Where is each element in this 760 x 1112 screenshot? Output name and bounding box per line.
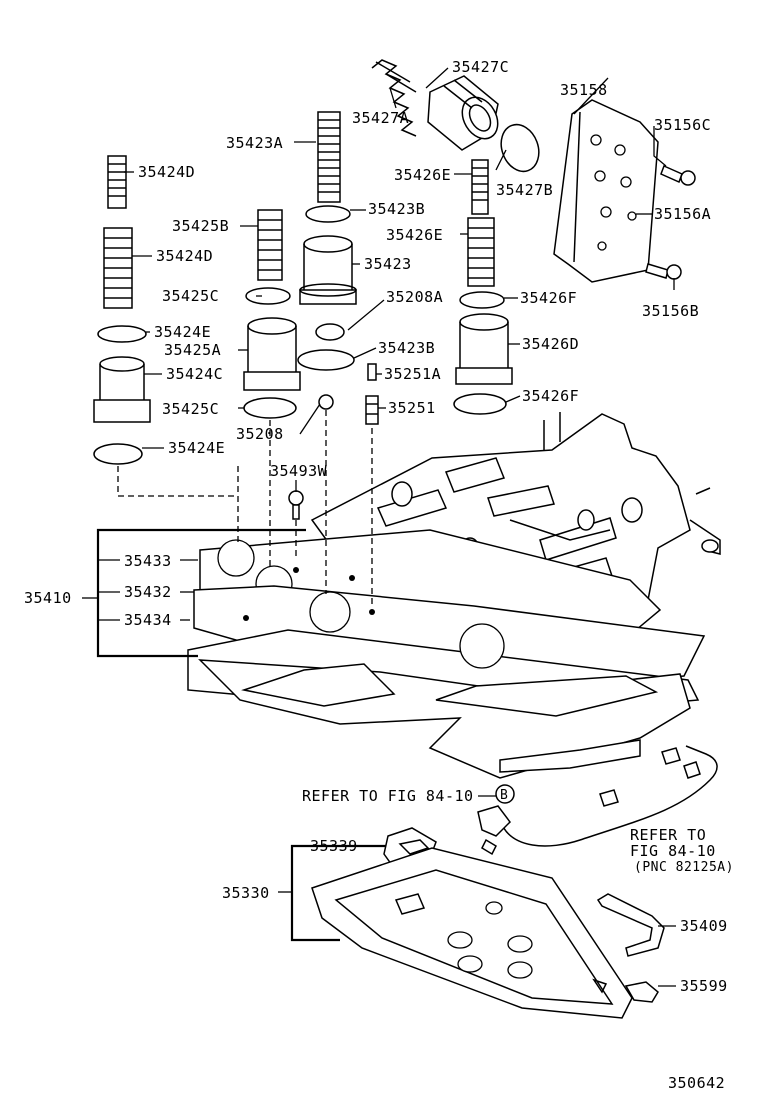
- label-35156b: 35156B: [642, 302, 699, 320]
- sleeve-35426d: [455, 313, 513, 385]
- label-35423: 35423: [364, 255, 412, 273]
- label-35493w: 35493W: [270, 462, 328, 480]
- label-35410: 35410: [24, 589, 72, 607]
- label-refer-right-3: (PNC 82125A): [634, 860, 734, 875]
- spring-35427a: [371, 59, 417, 137]
- bolt-35156b: [645, 263, 682, 280]
- bolt-35493w: [288, 490, 304, 520]
- label-35424e-bot: 35424E: [168, 439, 225, 457]
- label-35424d-mid: 35424D: [156, 247, 213, 265]
- label-35426d: 35426D: [522, 335, 579, 353]
- oring-35423b-bot: [297, 349, 355, 371]
- label-35426f-bot: 35426F: [522, 387, 579, 405]
- spring-35251a: [367, 363, 377, 381]
- label-35425c-top: 35425C: [162, 287, 219, 305]
- label-35425b: 35425B: [172, 217, 229, 235]
- spring-35424d-top: [107, 155, 127, 209]
- label-35427a: 35427A: [352, 109, 409, 127]
- leader-lines: [124, 67, 675, 492]
- guide-dash-35424: [117, 466, 238, 497]
- harness-wiring: [477, 745, 718, 856]
- label-35208: 35208: [236, 425, 284, 443]
- oring-35423b-top: [305, 205, 351, 223]
- spring-35424d-mid: [103, 227, 133, 309]
- label-35599: 35599: [680, 977, 728, 995]
- label-35339: 35339: [310, 837, 358, 855]
- oring-35425c-top: [245, 287, 291, 305]
- oring-35425c-bot: [243, 397, 297, 419]
- spring-35426e-mid: [467, 217, 495, 287]
- label-35409: 35409: [680, 917, 728, 935]
- spring-35425b: [257, 209, 283, 281]
- label-35426f-top: 35426F: [520, 289, 577, 307]
- label-35423a: 35423A: [226, 134, 283, 152]
- bracket-35409: [596, 893, 665, 957]
- figure-number: 350642: [668, 1074, 725, 1092]
- label-35251: 35251: [388, 399, 436, 417]
- sleeve-35424c: [93, 356, 151, 423]
- valve-35251: [365, 395, 379, 425]
- ref-b-marker-circle: [495, 784, 515, 804]
- bracket-35330: [278, 844, 386, 942]
- label-35330: 35330: [222, 884, 270, 902]
- label-35424e-top: 35424E: [154, 323, 211, 341]
- label-35433: 35433: [124, 552, 172, 570]
- bracket-35410: [82, 528, 306, 658]
- bolt-35156c: [660, 164, 696, 186]
- oring-35426f-bot: [453, 393, 507, 415]
- spring-35423a: [317, 111, 341, 203]
- label-35158: 35158: [560, 81, 608, 99]
- oil-pan-35330: [311, 847, 633, 1019]
- label-35432: 35432: [124, 583, 172, 601]
- solenoid-35427c: [427, 75, 499, 151]
- label-35434: 35434: [124, 611, 172, 629]
- label-refer-right-2: FIG 84-10: [630, 842, 716, 860]
- label-35251a: 35251A: [384, 365, 441, 383]
- label-35423b-top: 35423B: [368, 200, 425, 218]
- label-refer-fig: REFER TO FIG 84-10: [302, 787, 474, 805]
- label-35424c: 35424C: [166, 365, 223, 383]
- label-refer-right-1: REFER TO: [630, 826, 706, 844]
- oring-35424e-bot: [93, 443, 143, 465]
- bracket-35599: [624, 981, 659, 1003]
- spring-35426e-top: [471, 159, 489, 215]
- oring-35424e-top: [97, 325, 147, 343]
- ref-b-marker: B: [500, 788, 508, 803]
- label-35427b: 35427B: [496, 181, 553, 199]
- label-35423b-bot: 35423B: [378, 339, 435, 357]
- sleeve-35423: [299, 235, 357, 305]
- label-35424d-top: 35424D: [138, 163, 195, 181]
- cover-35158: [553, 99, 659, 283]
- clip-35208: [318, 394, 334, 410]
- label-35427c: 35427C: [452, 58, 509, 76]
- label-35425c-bot: 35425C: [162, 400, 219, 418]
- label-35425a: 35425A: [164, 341, 221, 359]
- label-35426e-mid: 35426E: [386, 226, 443, 244]
- label-35426e-top: 35426E: [394, 166, 451, 184]
- clip-35208a: [315, 323, 345, 341]
- oring-35426f-top: [459, 291, 505, 309]
- sleeve-35425a: [243, 317, 301, 391]
- label-35156a: 35156A: [654, 205, 711, 223]
- label-35208a: 35208A: [386, 288, 443, 306]
- label-35156c: 35156C: [654, 116, 711, 134]
- valve-body-lower: [198, 659, 691, 779]
- oring-35427b: [500, 123, 540, 173]
